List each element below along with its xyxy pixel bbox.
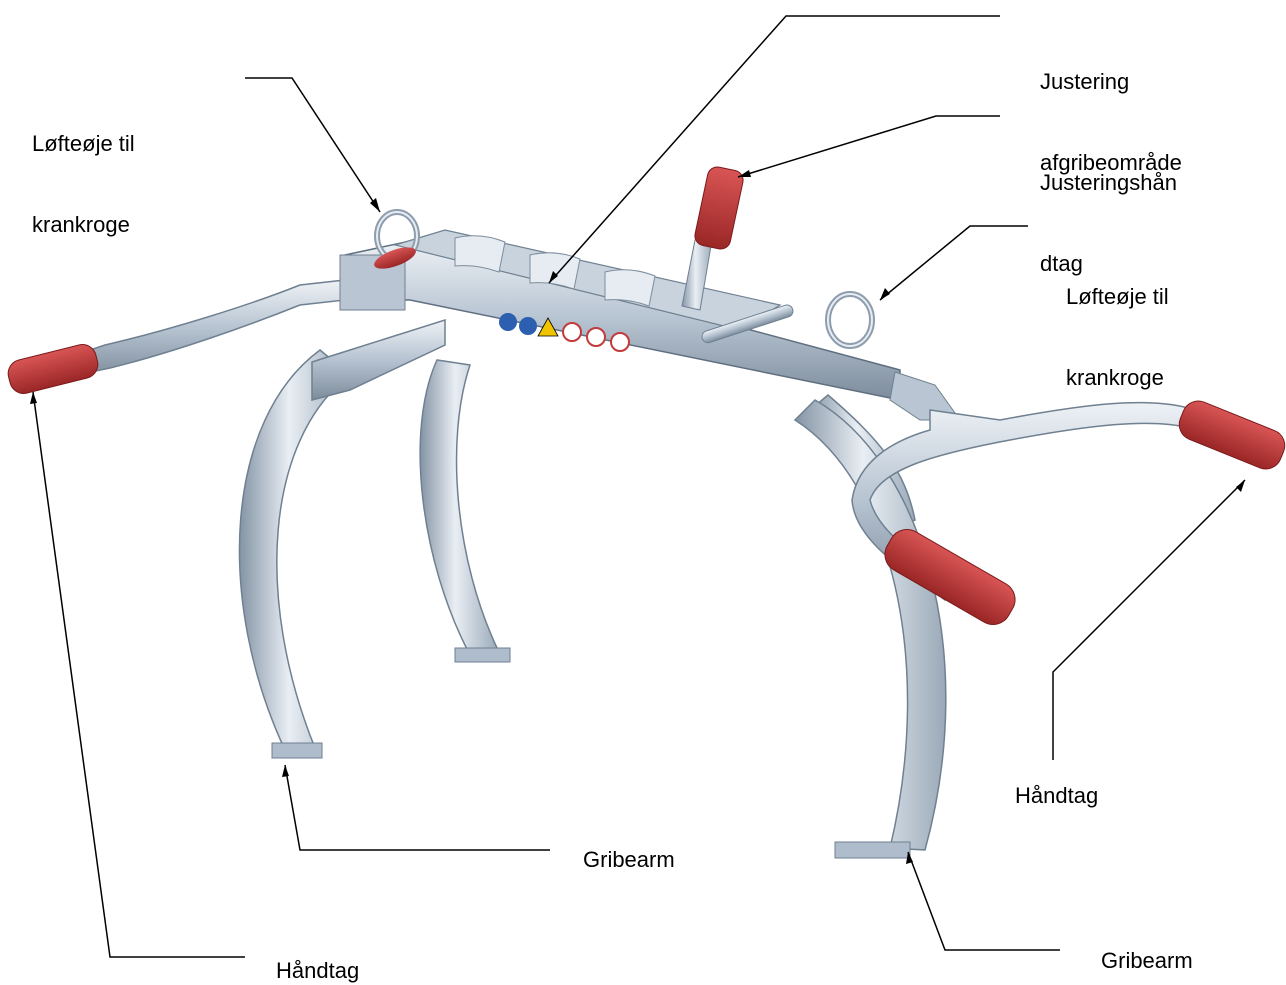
leader-grip-arm-center: [285, 765, 550, 850]
grip-arm-front-left: [239, 350, 350, 750]
leader-eye-left: [245, 78, 380, 212]
label-adjust-area-line1: Justering: [1040, 68, 1182, 95]
leader-adjust-area: [549, 16, 1000, 283]
label-adjust-handle-line1: Justeringshån: [1040, 169, 1177, 196]
arrowhead-grip-arm-center: [282, 765, 289, 777]
adjustment-lever: [682, 165, 745, 310]
lifting-eye-right: [828, 294, 872, 346]
arrowhead-handle-right: [1236, 480, 1245, 492]
label-lifting-eye-right: Løfteøje til krankroge: [1066, 229, 1169, 418]
main-beam: [345, 240, 900, 400]
arrowhead-eye-right: [880, 288, 890, 300]
left-handle-tube: [60, 280, 345, 378]
leader-handle-right: [1053, 480, 1245, 760]
label-lifting-eye-left-line1: Løfteøje til: [32, 130, 135, 157]
left-crosstube: [312, 320, 445, 400]
grip-arm-front-right-foot: [835, 842, 910, 858]
label-grip-arm-right: Gribearm: [1101, 947, 1193, 974]
grip-arm-back-left: [420, 360, 498, 655]
label-lifting-eye-left-line2: krankroge: [32, 211, 135, 238]
label-lifting-eye-left: Løfteøje til krankroge: [32, 76, 135, 265]
label-lifting-eye-right-line2: krankroge: [1066, 364, 1169, 391]
grip-arm-front-left-foot: [272, 743, 322, 758]
left-handle-grip: [5, 342, 101, 397]
leader-grip-arm-right: [908, 852, 1060, 950]
leader-eye-right: [880, 226, 1028, 300]
leader-handle-bottom: [33, 392, 245, 957]
right-handle-grip-upper: [1174, 396, 1286, 474]
arrowhead-handle-bottom: [30, 392, 37, 404]
label-grip-arm-center: Gribearm: [583, 846, 675, 873]
leader-adjust-handle: [738, 116, 1000, 177]
label-lifting-eye-right-line1: Løfteøje til: [1066, 283, 1169, 310]
label-handle-bottom: Håndtag: [276, 957, 359, 984]
grip-arm-back-left-foot: [455, 648, 510, 662]
label-handle-right: Håndtag: [1015, 782, 1098, 809]
